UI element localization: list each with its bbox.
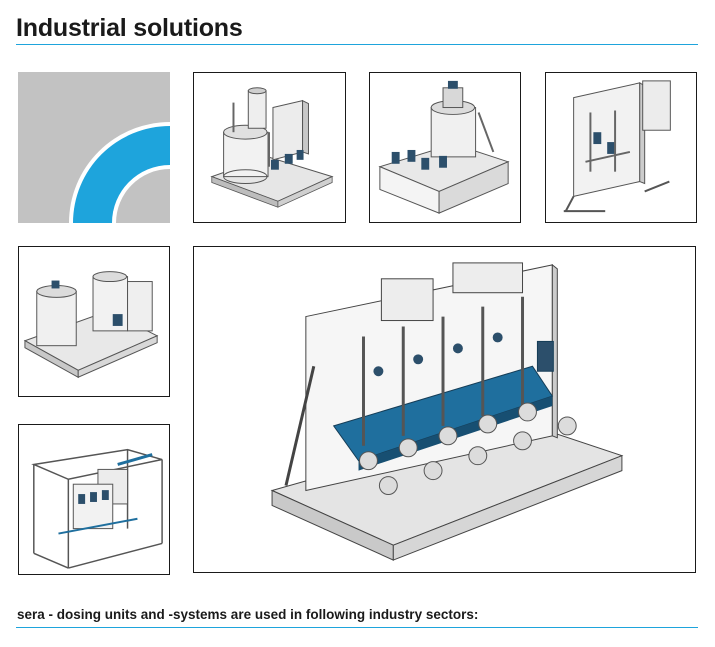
framed-skid-image <box>18 424 170 575</box>
page-title: Industrial solutions <box>16 14 243 42</box>
panel-station-image <box>545 72 697 223</box>
tank-on-tray-image <box>369 72 521 223</box>
tank-unit-image <box>193 72 346 223</box>
subtitle-underline <box>16 627 698 628</box>
logo-graphic <box>18 72 170 223</box>
large-dosing-system-image <box>193 246 696 573</box>
industry-sectors-heading: sera - dosing units and -systems are use… <box>17 607 479 622</box>
twin-tank-image <box>18 246 170 397</box>
title-underline <box>16 44 698 45</box>
